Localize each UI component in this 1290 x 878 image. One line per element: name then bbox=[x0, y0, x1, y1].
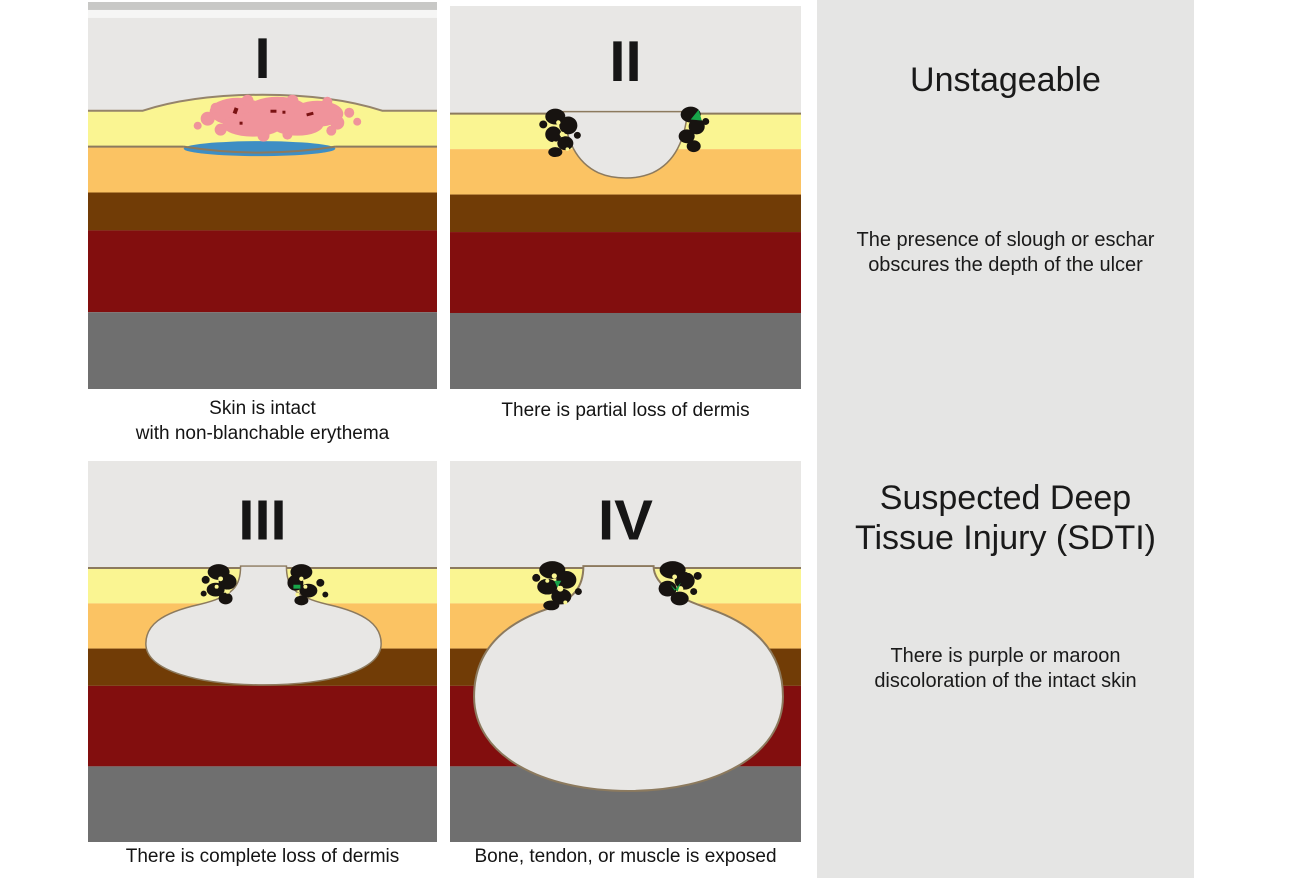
erythema-patch bbox=[193, 94, 362, 142]
stage-4-caption: Bone, tendon, or muscle is exposed bbox=[474, 846, 777, 867]
blister-fluid bbox=[183, 141, 336, 157]
stage-1-caption: Skin is intact with non-blanchable eryth… bbox=[135, 398, 390, 444]
granulation-fleck bbox=[293, 584, 301, 589]
muscle-layer bbox=[88, 685, 437, 767]
wound-crater bbox=[562, 110, 689, 179]
stage-numeral: III bbox=[238, 489, 286, 553]
air-layer bbox=[450, 6, 801, 114]
sdti-description: There is purple or maroon discoloration … bbox=[874, 645, 1137, 692]
bone-layer bbox=[88, 312, 437, 389]
eschar-holes-right bbox=[295, 576, 308, 597]
dermis-fat-boundary-line bbox=[88, 145, 437, 154]
eschar-patch-left bbox=[532, 561, 582, 611]
eschar-holes-left bbox=[545, 573, 568, 605]
stage-3-illustration: III bbox=[88, 461, 437, 842]
unstageable-title: Unstageable bbox=[910, 61, 1101, 99]
granulation-fleck bbox=[690, 109, 702, 121]
top-strip-light bbox=[88, 9, 437, 18]
granulation-fleck-right bbox=[670, 582, 681, 592]
erythema-specks bbox=[232, 107, 314, 125]
deep-tissue-layer bbox=[88, 192, 437, 231]
stage-4-panel: IV bbox=[450, 461, 801, 842]
muscle-layer bbox=[450, 232, 801, 313]
air-layer bbox=[88, 461, 437, 569]
stage-2-illustration: II bbox=[450, 6, 801, 389]
stage-3-caption: There is complete loss of dermis bbox=[125, 846, 400, 867]
air-layer bbox=[450, 461, 801, 569]
eschar-patch-left bbox=[539, 108, 581, 158]
stage-numeral: IV bbox=[598, 489, 653, 552]
stage-1-illustration: I bbox=[88, 2, 437, 389]
granulation-fleck-left bbox=[554, 580, 562, 588]
stage-2-caption: There is partial loss of dermis bbox=[501, 400, 750, 421]
deep-tissue-layer bbox=[450, 194, 801, 233]
stage-2-panel: II bbox=[450, 6, 801, 389]
stage-numeral: II bbox=[609, 30, 641, 93]
sdti-title: Suspected Deep Tissue Injury (SDTI) bbox=[854, 479, 1156, 557]
top-strip bbox=[88, 2, 437, 10]
bone-layer bbox=[450, 312, 801, 389]
stage-3-panel: III bbox=[88, 461, 437, 842]
bone-layer bbox=[88, 766, 437, 842]
eschar-holes-right bbox=[672, 569, 691, 592]
wound-cavity bbox=[145, 565, 382, 686]
stage-1-panel: I bbox=[88, 2, 437, 389]
wound-cavity bbox=[473, 565, 784, 792]
stage-numeral: I bbox=[254, 27, 270, 91]
muscle-layer bbox=[88, 230, 437, 313]
eschar-patch-right bbox=[658, 561, 702, 606]
unstageable-description: The presence of slough or eschar obscure… bbox=[856, 229, 1155, 276]
skin-surface-line bbox=[88, 93, 437, 112]
eschar-holes-left bbox=[552, 120, 570, 151]
side-panel: Unstageable The presence of slough or es… bbox=[817, 0, 1194, 878]
eschar-holes-left bbox=[214, 576, 230, 594]
stage-4-illustration: IV bbox=[450, 461, 801, 842]
eschar-patch-left bbox=[200, 564, 237, 605]
